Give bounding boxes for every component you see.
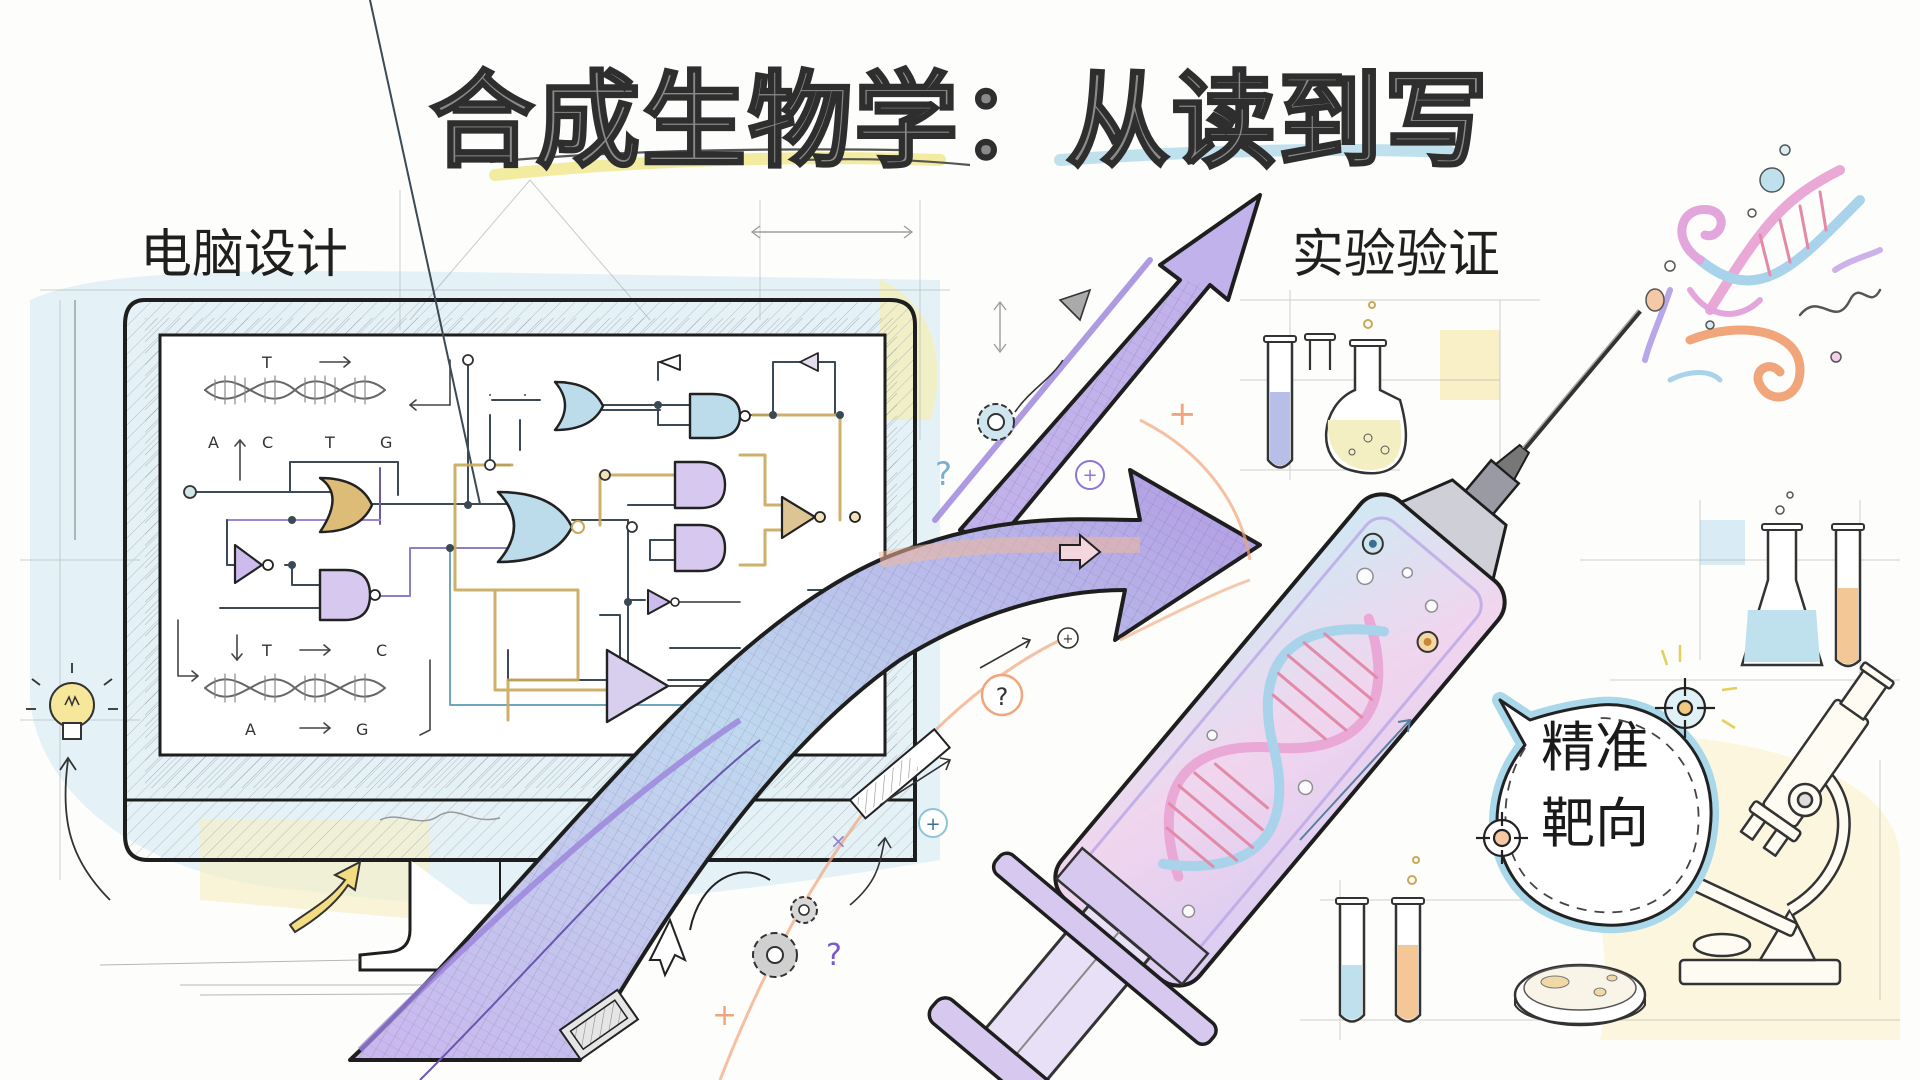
nor-gate-icon [496, 490, 574, 564]
target-crosshair-icon [1655, 678, 1715, 738]
question-icon: ? [980, 673, 1024, 717]
test-tube-icon [1263, 335, 1297, 469]
test-tube-icon [1304, 333, 1336, 370]
cell-icon [1361, 532, 1384, 555]
round-flask-icon [1325, 301, 1407, 475]
svg-text:+: + [1063, 632, 1074, 647]
big-arrow-icon [932, 193, 1262, 547]
progress-bar-icon [848, 727, 952, 820]
svg-text:?: ? [996, 683, 1009, 711]
not-gate-icon [780, 495, 817, 540]
and-gate-icon [673, 523, 727, 573]
gear-icon [977, 403, 1015, 441]
buffer-gate-icon [799, 352, 819, 372]
bubble-line-2: 靶向 [1541, 792, 1649, 855]
dna-helix-icon [204, 673, 386, 703]
question-icon: ? [935, 455, 952, 493]
not-gate-icon [647, 589, 671, 615]
bubble-line-1: 精准 [1541, 716, 1649, 779]
question-icon: ? [826, 938, 842, 973]
gear-icon [790, 896, 818, 924]
precision-targeting-text: 精准 靶向 [1495, 710, 1695, 862]
gear-icon [752, 932, 798, 978]
cursor-arrow-icon [648, 917, 687, 978]
and-gate-icon [673, 460, 727, 510]
plus-icon: + [712, 998, 737, 1033]
test-tube-icon [1335, 897, 1369, 1023]
microscope-icon [1678, 661, 1895, 986]
erlenmeyer-flask-icon [1740, 491, 1824, 667]
target-crosshair-icon [1476, 812, 1528, 864]
dna-helix-icon [204, 375, 386, 405]
svg-text:G: G [380, 433, 392, 452]
cell-icon [1416, 630, 1439, 653]
computer-design-label: 电脑设计 [140, 225, 349, 285]
dna-helix-icon [1158, 613, 1390, 882]
buffer-gate-icon [605, 648, 670, 724]
page-title: 合成生物学：从读到写 [428, 59, 1490, 184]
svg-text:A: A [245, 720, 256, 739]
test-tube-icon [1391, 856, 1425, 1023]
test-tube-icon [1831, 523, 1865, 668]
not-gate-icon [233, 543, 264, 585]
experimental-validation-label: 实验验证 [1292, 225, 1501, 285]
yellow-arrow-icon [288, 860, 362, 934]
lightbulb-icon [26, 663, 118, 740]
svg-text:T: T [324, 433, 335, 452]
buffer-gate-icon [659, 354, 681, 371]
x-mark-icon: × [830, 829, 847, 853]
svg-text:G: G [356, 720, 368, 739]
chip-icon [558, 988, 640, 1061]
svg-text:C: C [376, 641, 387, 660]
petri-dish-icon [1513, 963, 1647, 1027]
dna-label: T [261, 353, 272, 372]
svg-text:+: + [925, 814, 940, 835]
svg-text:C: C [262, 433, 273, 452]
plus-circle-icon: + [1057, 627, 1079, 649]
plus-icon: + [1168, 394, 1197, 434]
svg-text:T: T [261, 641, 272, 660]
svg-text:A: A [208, 433, 219, 452]
or-gate-icon [553, 380, 605, 432]
svg-text:+: + [1082, 465, 1097, 486]
or-gate-icon [318, 476, 374, 534]
plus-circle-icon: + [918, 808, 948, 838]
plus-circle-icon: + [1075, 460, 1105, 490]
